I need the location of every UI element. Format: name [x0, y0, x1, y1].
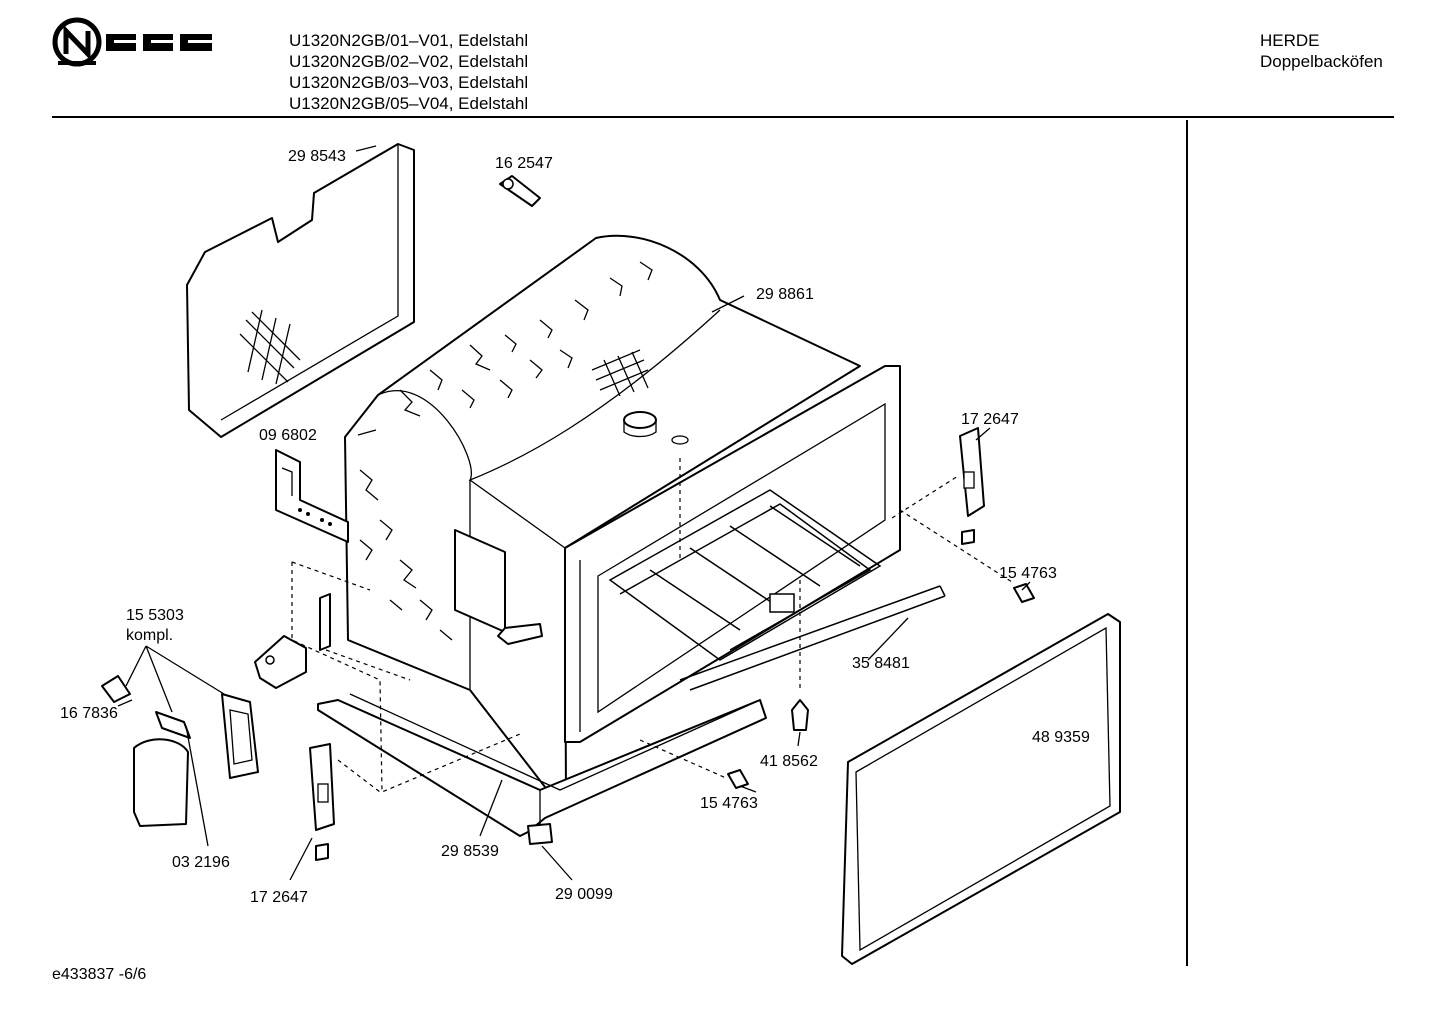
door-seal [841, 613, 1121, 965]
label-032196: 03 2196 [172, 854, 230, 871]
neff-logo [52, 17, 212, 67]
label-154763-right: 15 4763 [999, 565, 1057, 582]
latch-right [959, 427, 985, 545]
model-list: U1320N2GB/01–V01, Edelstahl U1320N2GB/02… [289, 30, 528, 114]
label-418562: 41 8562 [760, 753, 818, 770]
model-line: U1320N2GB/03–V03, Edelstahl [289, 73, 529, 92]
label-489359: 48 9359 [1032, 729, 1090, 746]
label-172647-left: 17 2647 [250, 889, 308, 906]
label-298543: 29 8543 [288, 148, 346, 165]
assembly-lines [291, 458, 1013, 793]
lamp-assembly [101, 675, 259, 827]
screw-lower [727, 769, 749, 789]
model-line: U1320N2GB/02–V02, Edelstahl [289, 52, 529, 71]
clip-part [499, 175, 541, 207]
label-155303-kompl: kompl. [126, 627, 173, 644]
document-code: e433837 -6/6 [52, 966, 147, 983]
side-plate [454, 529, 543, 645]
model-line: U1320N2GB/05–V04, Edelstahl [289, 94, 529, 113]
label-154763-lower: 15 4763 [700, 795, 758, 812]
label-298539: 29 8539 [441, 843, 499, 860]
category-block: HERDE Doppelbacköfen [1260, 30, 1383, 72]
label-162547: 16 2547 [495, 155, 553, 172]
screw-right [1013, 583, 1035, 603]
hinge-bracket [254, 593, 331, 689]
label-167836: 16 7836 [60, 705, 118, 722]
insulation-panel [186, 143, 415, 438]
bottom-rail [317, 693, 767, 845]
label-358481: 35 8481 [852, 655, 910, 672]
label-298861: 29 8861 [756, 286, 814, 303]
heating-element [608, 489, 946, 691]
leader-lines [117, 145, 1031, 881]
category-title: HERDE [1260, 31, 1320, 50]
label-172647-right: 17 2647 [961, 411, 1019, 428]
latch-left [309, 743, 335, 861]
side-bracket [275, 449, 349, 543]
model-line: U1320N2GB/01–V01, Edelstahl [289, 31, 529, 50]
category-subtitle: Doppelbacköfen [1260, 52, 1383, 71]
label-155303: 15 5303 [126, 607, 184, 624]
label-096802: 09 6802 [259, 427, 317, 444]
part-labels: 29 8543 16 2547 29 8861 09 6802 17 2647 … [60, 148, 1090, 906]
oven-cavity [344, 234, 901, 799]
label-290099: 29 0099 [555, 886, 613, 903]
screw-center [791, 699, 809, 731]
